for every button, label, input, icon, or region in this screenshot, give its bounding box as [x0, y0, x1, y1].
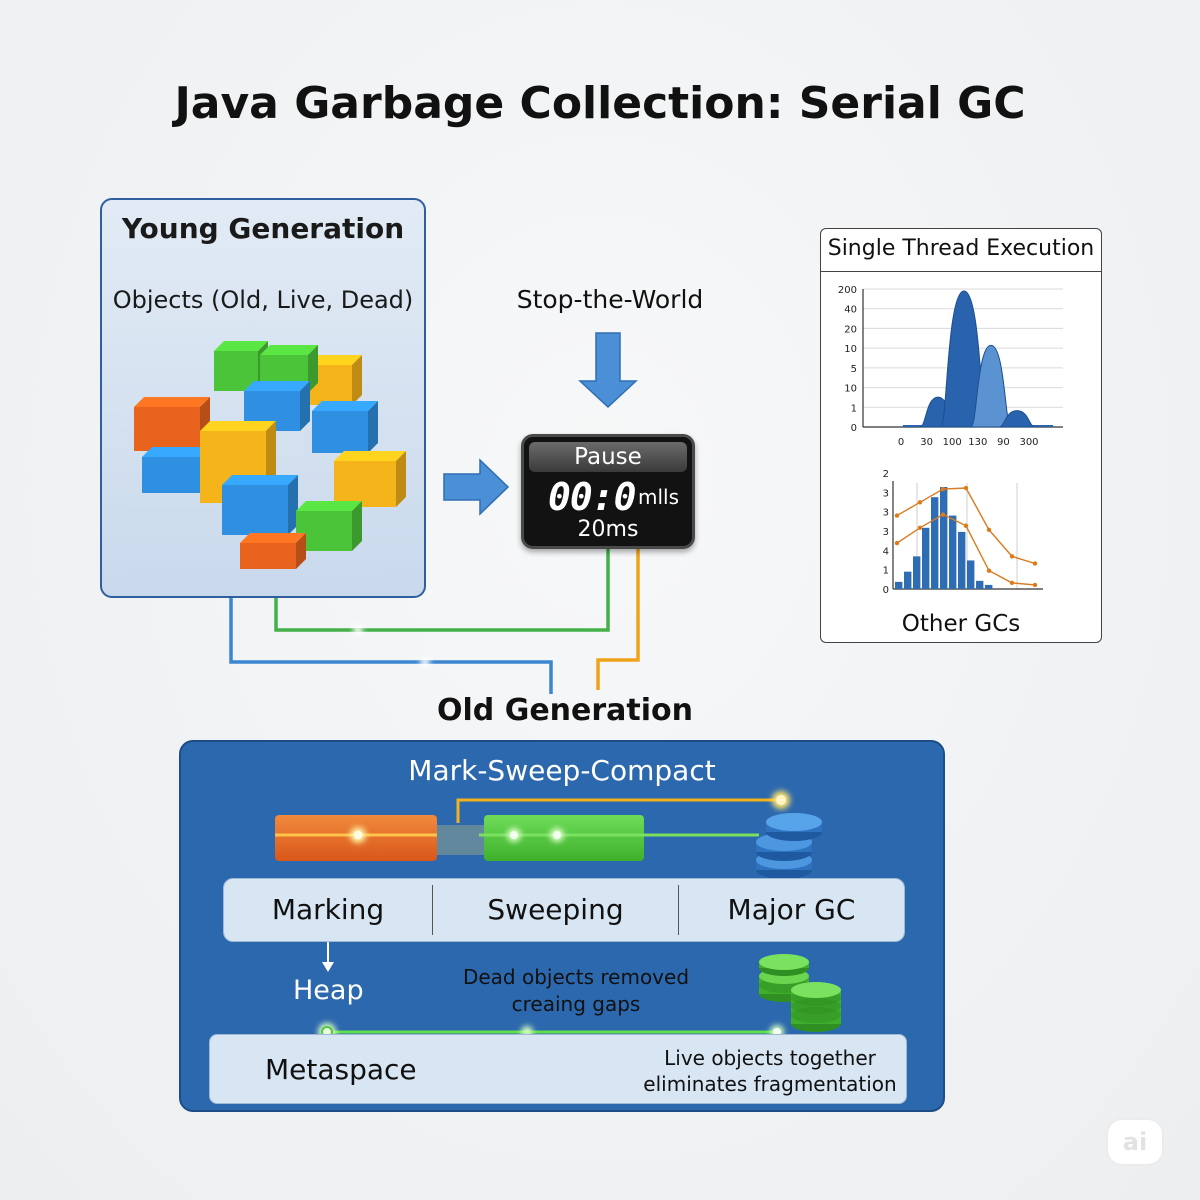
x-tick-label: 100: [943, 437, 962, 448]
object-cube: [244, 381, 310, 431]
y-tick-label: 4: [883, 546, 889, 557]
x-tick-label: 130: [968, 437, 987, 448]
y-tick-label: 2: [883, 469, 889, 480]
page-title: Java Garbage Collection: Serial GC: [174, 78, 1026, 129]
y-tick-label: 1: [851, 403, 857, 414]
y-tick-label: 3: [883, 508, 889, 519]
y-tick-label: 40: [844, 305, 857, 316]
object-cubes-illustration: [134, 341, 406, 569]
line-point: [940, 486, 946, 492]
old-generation-panel: Mark-Sweep-Compact: [179, 740, 945, 1112]
y-tick-label: 20: [844, 324, 857, 335]
x-tick-label: 90: [997, 437, 1010, 448]
bar: [967, 560, 975, 589]
blue-connector-line: [229, 598, 553, 694]
line-point: [1009, 580, 1015, 586]
area-peak: [998, 410, 1036, 428]
y-tick-label: 0: [851, 423, 857, 434]
green-connector-line: [274, 549, 610, 632]
line-point: [1032, 561, 1038, 566]
gc-phases-bar: Marking Sweeping Major GC: [223, 878, 905, 942]
metaspace-label: Metaspace: [265, 1053, 417, 1086]
timer-digits: 00:0: [548, 475, 637, 519]
line-point: [1009, 554, 1015, 559]
line-point: [894, 513, 900, 518]
sweeping-bar: [484, 815, 644, 861]
phase-major-gc: Major GC: [727, 893, 856, 926]
bar: [958, 531, 966, 589]
object-cube: [312, 401, 378, 453]
bar: [904, 571, 912, 589]
stop-the-world-label: Stop-the-World: [516, 285, 704, 314]
bar: [949, 515, 957, 589]
bar: [931, 497, 939, 589]
live-objects-note: Live objects together eliminates fragmen…: [643, 1046, 897, 1096]
y-tick-label: 10: [844, 344, 857, 355]
line-point: [1032, 582, 1038, 588]
metaspace-box: Metaspace Live objects together eliminat…: [209, 1034, 907, 1104]
line-point: [986, 568, 992, 573]
object-cube: [222, 475, 298, 535]
bar: [895, 581, 903, 589]
bar: [976, 580, 984, 589]
watermark-logo: ai: [1108, 1120, 1162, 1164]
y-tick-label: 5: [851, 364, 857, 375]
heap-label: Heap: [293, 975, 364, 1006]
blue-disk-stack: [756, 813, 822, 879]
phase-sweeping: Sweeping: [487, 893, 624, 926]
dead-objects-note: Dead objects removed creaing gaps: [462, 965, 690, 1016]
single-thread-title: Single Thread Execution: [821, 229, 1101, 272]
timer-unit: mlls: [638, 485, 680, 509]
bar: [913, 556, 921, 589]
object-cube: [334, 451, 406, 507]
phase-divider: [432, 885, 433, 935]
line-point: [917, 500, 923, 505]
bar: [940, 487, 948, 589]
phase-divider: [678, 885, 679, 935]
x-tick-label: 0: [898, 437, 904, 448]
compaction-illustration: [275, 791, 841, 1041]
other-gcs-chart: 2 3 3 3 4 1 0: [883, 469, 1043, 596]
y-tick-label: 3: [883, 488, 889, 499]
other-gcs-label: Other GCs: [901, 611, 1021, 637]
x-tick-label: 300: [1019, 437, 1038, 448]
y-tick-label: 0: [883, 585, 889, 596]
pause-timer: Pause 00:0 mlls 20ms: [521, 434, 695, 549]
y-tick-label: 10: [844, 384, 857, 395]
mark-sweep-compact-title: Mark-Sweep-Compact: [408, 754, 716, 787]
object-cube: [240, 533, 306, 569]
y-tick-label: 200: [838, 285, 857, 296]
line-point: [963, 523, 969, 528]
timer-value: 20ms: [577, 517, 639, 542]
right-arrow-icon: [443, 458, 510, 516]
line-point: [894, 540, 900, 546]
timer-header: Pause: [529, 442, 687, 472]
young-generation-panel: Young Generation Objects (Old, Live, Dea…: [100, 198, 426, 598]
y-tick-label: 3: [883, 527, 889, 538]
y-tick-label: 1: [883, 566, 889, 577]
yellow-connector-line: [596, 549, 640, 690]
young-generation-subtitle: Objects (Old, Live, Dead): [112, 286, 414, 314]
line-point: [940, 512, 946, 517]
down-arrow-icon: [578, 332, 638, 409]
young-generation-title: Young Generation: [121, 212, 405, 245]
line-point: [963, 485, 969, 491]
x-tick-label: 30: [920, 437, 933, 448]
line-point: [917, 525, 923, 530]
bar: [922, 527, 930, 589]
phase-marking: Marking: [271, 893, 385, 926]
old-generation-label: Old Generation: [436, 693, 693, 728]
bar: [985, 584, 993, 589]
line-point: [986, 527, 992, 533]
green-coin-stack: [759, 954, 841, 1032]
object-cube: [134, 397, 210, 451]
